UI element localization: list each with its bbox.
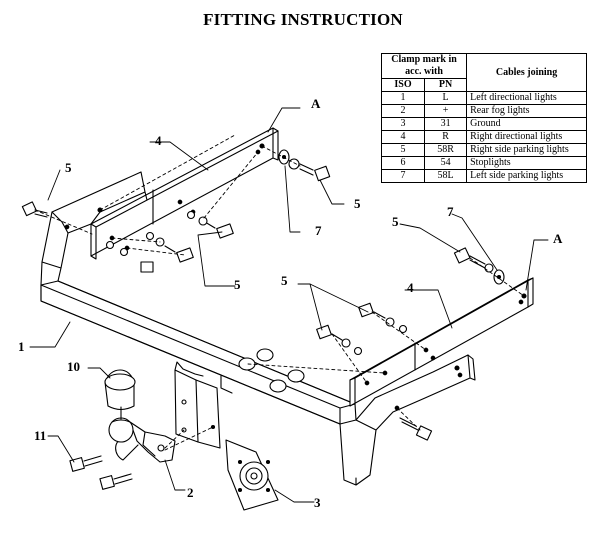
leader-lines (29, 107, 549, 503)
clamp-mark-header: Clamp mark in acc. with (380, 53, 468, 79)
assembly-lines (34, 134, 525, 451)
callout-3-socket-plate: 3 (314, 495, 321, 510)
callout-5-top-right: 5 (354, 196, 361, 211)
ball-mount (115, 421, 176, 463)
callout-a-right: A (553, 231, 563, 246)
ball-cover (104, 369, 136, 420)
right-side-bracket (349, 277, 534, 407)
crossbar (40, 261, 377, 486)
wiring-table: Clamp mark in acc. with Cables joining I… (380, 53, 587, 183)
callout-5-top-left: 5 (65, 160, 72, 175)
callout-2-ball-mount: 2 (187, 485, 194, 500)
callout-5-right-bracket: 5 (281, 273, 288, 288)
callout-11-bolts: 11 (34, 428, 47, 443)
callout-5-right-top: 5 (392, 214, 399, 229)
callout-4-right: 4 (407, 280, 414, 295)
socket-plate (225, 439, 279, 511)
callout-4-left: 4 (155, 133, 162, 148)
left-crossbar-arm (41, 171, 148, 269)
pn-cell: 58L (424, 169, 468, 183)
bolts (21, 158, 494, 490)
callout-7-left: 7 (315, 223, 322, 238)
callout-1-crossbar: 1 (18, 339, 25, 354)
cable-cell: Left side parking lights (466, 169, 587, 183)
table-header-row: Clamp mark in acc. with Cables joining (380, 53, 587, 92)
callout-a-left: A (311, 96, 321, 111)
cables-joining-header: Cables joining (466, 53, 587, 92)
washers (278, 149, 505, 285)
left-side-bracket (90, 127, 279, 260)
callout-7-right: 7 (447, 204, 454, 219)
page-title: FITTING INSTRUCTION (203, 10, 403, 29)
table-subheader-row: ISO PN (380, 78, 587, 92)
callout-5-left-bracket: 5 (234, 277, 241, 292)
iso-cell: 7 (380, 169, 426, 183)
tow-ball (108, 417, 134, 443)
center-plate (174, 361, 221, 449)
callout-10-cover: 10 (67, 359, 80, 374)
